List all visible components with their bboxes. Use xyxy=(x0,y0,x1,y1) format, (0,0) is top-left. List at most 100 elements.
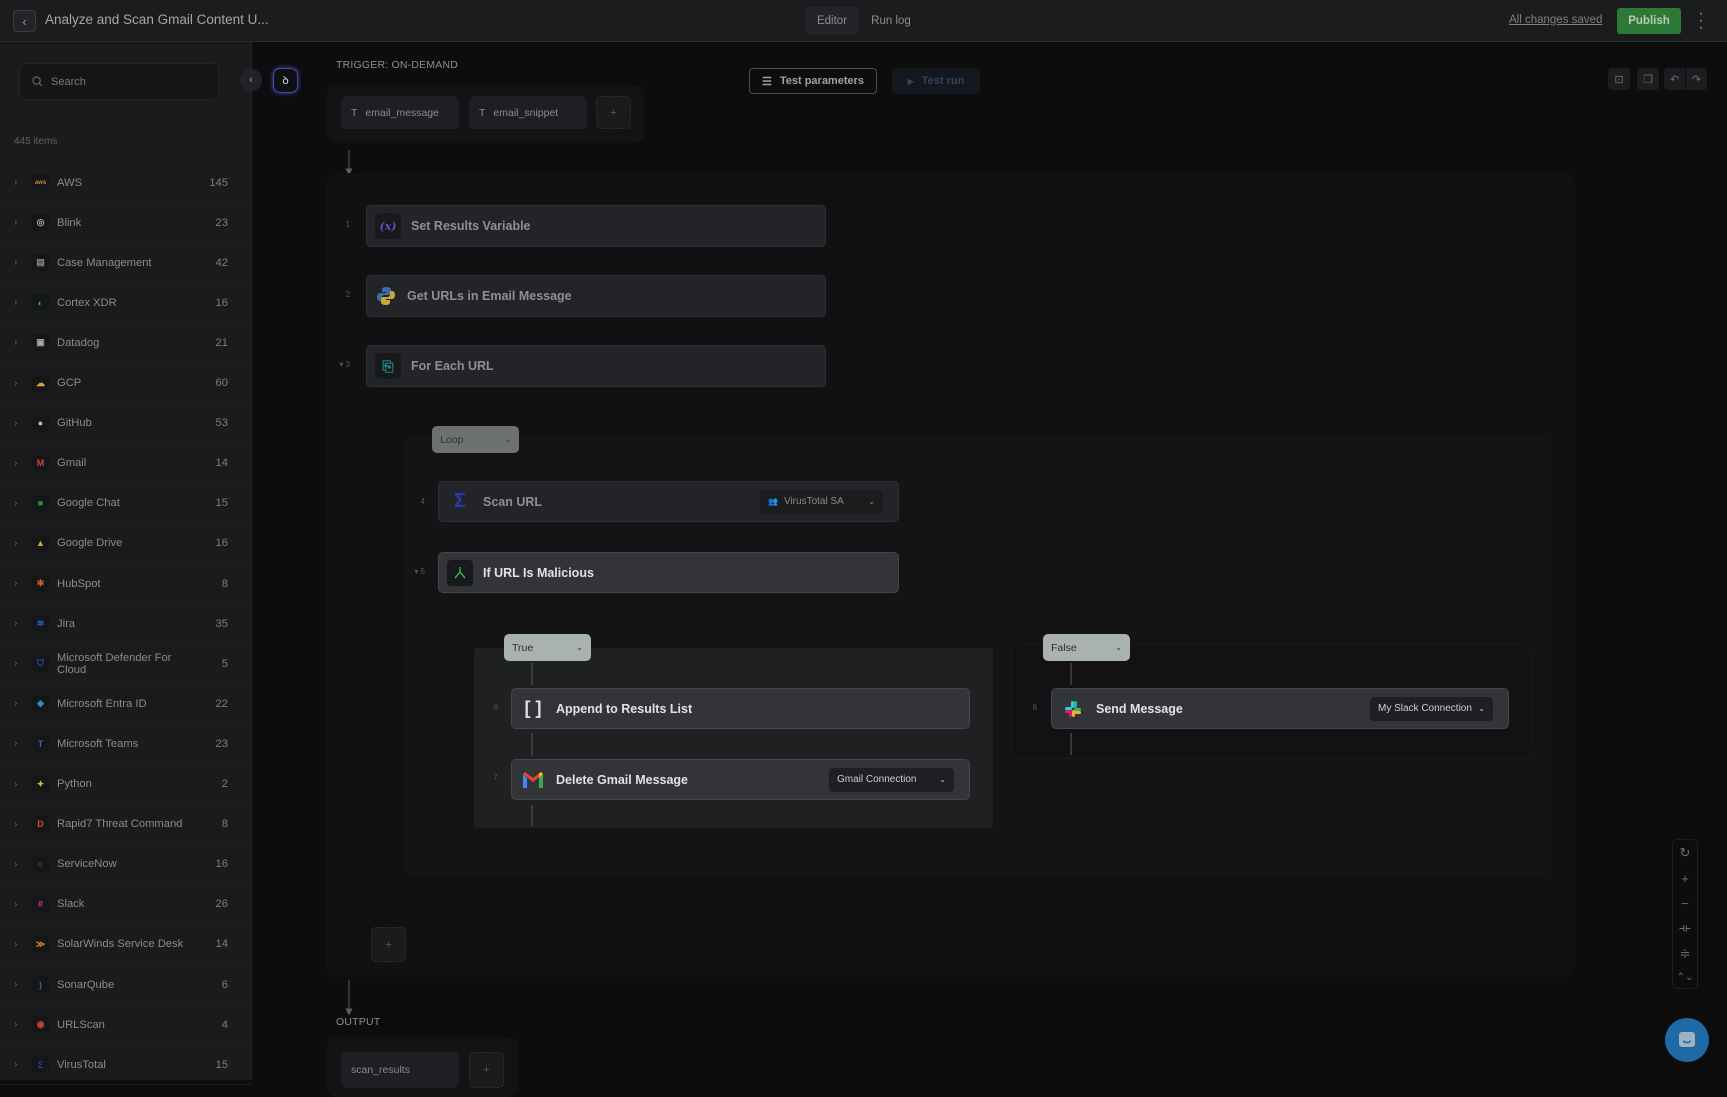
output-param-chip[interactable]: scan_results xyxy=(341,1052,459,1088)
chevron-right-icon[interactable]: › xyxy=(14,177,18,188)
zoom-out-icon[interactable]: − xyxy=(1681,895,1689,911)
step-number[interactable]: ▾ 5 xyxy=(414,567,425,576)
step-scan-url[interactable]: Σ Scan URL 👥VirusTotal SA⌄ xyxy=(438,481,899,522)
true-branch-dropdown[interactable]: True⌄ xyxy=(504,634,591,661)
tab-editor[interactable]: Editor xyxy=(806,7,858,35)
zoom-in-icon[interactable]: + xyxy=(1681,870,1689,886)
sidebar-item-count: 23 xyxy=(215,216,228,229)
chevron-right-icon[interactable]: › xyxy=(14,457,18,469)
reset-icon[interactable]: ↻ xyxy=(1679,844,1691,860)
rapid7-icon: D xyxy=(32,815,49,833)
collapse-sidebar-button[interactable]: ‹ xyxy=(240,69,262,91)
fit-horizontal-icon[interactable]: ⟛ xyxy=(1679,920,1691,936)
chevron-right-icon[interactable]: › xyxy=(14,1019,18,1031)
chevron-right-icon[interactable]: › xyxy=(14,738,18,750)
chevron-right-icon[interactable]: › xyxy=(14,858,18,870)
test-parameters-button[interactable]: ☰Test parameters xyxy=(749,68,877,94)
add-step-button[interactable]: + xyxy=(371,927,406,962)
chevron-right-icon[interactable]: › xyxy=(14,297,18,309)
chevron-right-icon[interactable]: › xyxy=(14,377,18,389)
chevron-right-icon[interactable]: › xyxy=(14,658,18,670)
more-options-icon[interactable]: ··· xyxy=(1698,5,1704,36)
step-set-results-variable[interactable]: (x) Set Results Variable xyxy=(366,205,826,247)
sidebar-item-label: Blink xyxy=(57,216,82,229)
add-trigger-param-button[interactable]: + xyxy=(596,96,631,129)
loop-dropdown[interactable]: Loop⌄ xyxy=(432,426,519,453)
chevron-right-icon[interactable]: › xyxy=(14,578,18,589)
chevron-right-icon[interactable]: › xyxy=(14,1059,18,1071)
expand-collapse-icon[interactable]: ⌃⌄ xyxy=(1676,972,1694,984)
step-for-each-url[interactable]: ⎘ For Each URL xyxy=(366,345,826,387)
add-note-icon[interactable]: ⊡ xyxy=(1608,68,1630,90)
undo-icon[interactable]: ↶ xyxy=(1664,68,1685,90)
connection-dropdown[interactable]: Gmail Connection⌄ xyxy=(829,767,954,792)
false-branch-dropdown[interactable]: False⌄ xyxy=(1043,634,1130,661)
sidebar-item-label: SonarQube xyxy=(57,978,115,991)
true-label: True xyxy=(512,641,534,654)
chevron-right-icon[interactable]: › xyxy=(14,257,18,269)
redo-icon[interactable]: ↷ xyxy=(1686,68,1707,90)
step-delete-gmail-message[interactable]: Delete Gmail Message Gmail Connection⌄ xyxy=(511,759,970,800)
back-button[interactable]: ‹ xyxy=(13,10,36,32)
chat-support-button[interactable] xyxy=(1665,1018,1709,1062)
add-output-param-button[interactable]: + xyxy=(469,1052,504,1088)
sidebar-item-label: Python xyxy=(57,778,92,790)
connection-dropdown[interactable]: My Slack Connection⌄ xyxy=(1370,696,1493,721)
chevron-right-icon[interactable]: › xyxy=(14,417,18,429)
chevron-right-icon[interactable]: › xyxy=(14,337,18,349)
step-send-slack-message[interactable]: Send Message My Slack Connection⌄ xyxy=(1051,688,1509,729)
chevron-right-icon[interactable]: › xyxy=(14,818,18,830)
ai-assistant-button[interactable]: ꝺ xyxy=(273,68,298,93)
param-name: scan_results xyxy=(351,1064,410,1076)
chevron-right-icon[interactable]: › xyxy=(14,778,18,790)
step-if-url-malicious[interactable]: If URL Is Malicious xyxy=(438,552,899,593)
step-number[interactable]: ▾ 3 xyxy=(339,360,350,369)
save-status-link[interactable]: All changes saved xyxy=(1509,14,1603,26)
chevron-right-icon[interactable]: › xyxy=(14,979,18,990)
chevron-right-icon[interactable]: › xyxy=(14,217,18,229)
chevron-right-icon[interactable]: › xyxy=(14,537,18,549)
chevron-right-icon[interactable]: › xyxy=(14,497,18,509)
step-append-results[interactable]: [ ] Append to Results List xyxy=(511,688,970,729)
tab-run-log[interactable]: Run log xyxy=(871,15,911,27)
chevron-right-icon[interactable]: › xyxy=(14,618,18,630)
test-run-button[interactable]: ▶Test run xyxy=(892,68,980,94)
chevron-right-icon[interactable]: › xyxy=(14,938,18,950)
search-input[interactable]: Search xyxy=(19,63,219,100)
connection-dropdown[interactable]: 👥VirusTotal SA⌄ xyxy=(760,489,883,514)
multi-select-icon[interactable]: ❐ xyxy=(1637,68,1659,90)
google-chat-icon: ■ xyxy=(32,494,49,512)
users-icon: 👥 xyxy=(768,497,778,506)
step-number: 2 xyxy=(345,290,350,299)
step-get-urls[interactable]: Get URLs in Email Message xyxy=(366,275,826,317)
publish-button[interactable]: Publish xyxy=(1617,8,1681,34)
chevron-right-icon[interactable]: › xyxy=(14,898,18,910)
fit-vertical-icon[interactable]: ≑ xyxy=(1679,946,1691,962)
entra-id-icon: ◆ xyxy=(32,695,49,713)
chevron-right-icon[interactable]: › xyxy=(14,698,18,710)
